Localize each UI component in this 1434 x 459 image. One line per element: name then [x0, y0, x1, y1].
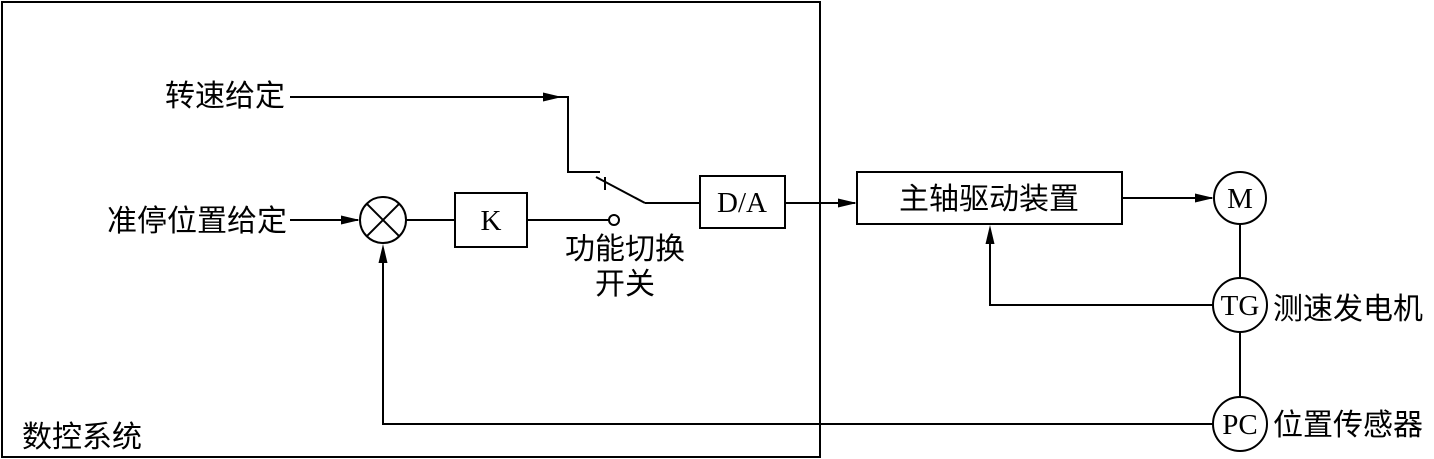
orient-position-command-label: 准停位置给定: [107, 204, 287, 239]
position-sensor-label: 位置传感器: [1273, 408, 1423, 443]
dac-block-label: D/A: [717, 187, 767, 219]
dac-block: [699, 175, 786, 229]
speed-feedback-arrowhead: [985, 225, 995, 244]
cnc-system-label: 数控系统: [22, 420, 142, 455]
position-feedback-arrowhead: [378, 244, 388, 263]
switch-contact-circle: [608, 214, 620, 226]
switch-blade: [595, 176, 646, 204]
motor-label: M: [1227, 183, 1253, 215]
position-sensor-symbol: PC: [1222, 409, 1257, 441]
spindle-drive-label: 主轴驱动装置: [899, 182, 1079, 217]
tachogenerator-label: 测速发电机: [1273, 292, 1423, 327]
switch-label-line2: 开关: [595, 267, 655, 302]
tachogenerator-symbol: TG: [1221, 290, 1260, 322]
cnc-system-boundary: [1, 1, 821, 458]
summing-junction: [359, 196, 407, 244]
speed-command-line: [290, 96, 600, 173]
dac-to-drive-arrowhead: [838, 198, 857, 208]
speed-command-arrowhead: [543, 92, 562, 102]
orient-command-arrowhead: [341, 215, 360, 225]
drive-to-motor-arrowhead: [1195, 193, 1214, 203]
switch-label-line1: 功能切换: [565, 232, 685, 267]
gain-block-label: K: [481, 205, 502, 237]
position-feedback-line: [382, 262, 1213, 425]
speed-feedback-line: [989, 244, 1213, 306]
speed-command-label: 转速给定: [165, 79, 285, 114]
